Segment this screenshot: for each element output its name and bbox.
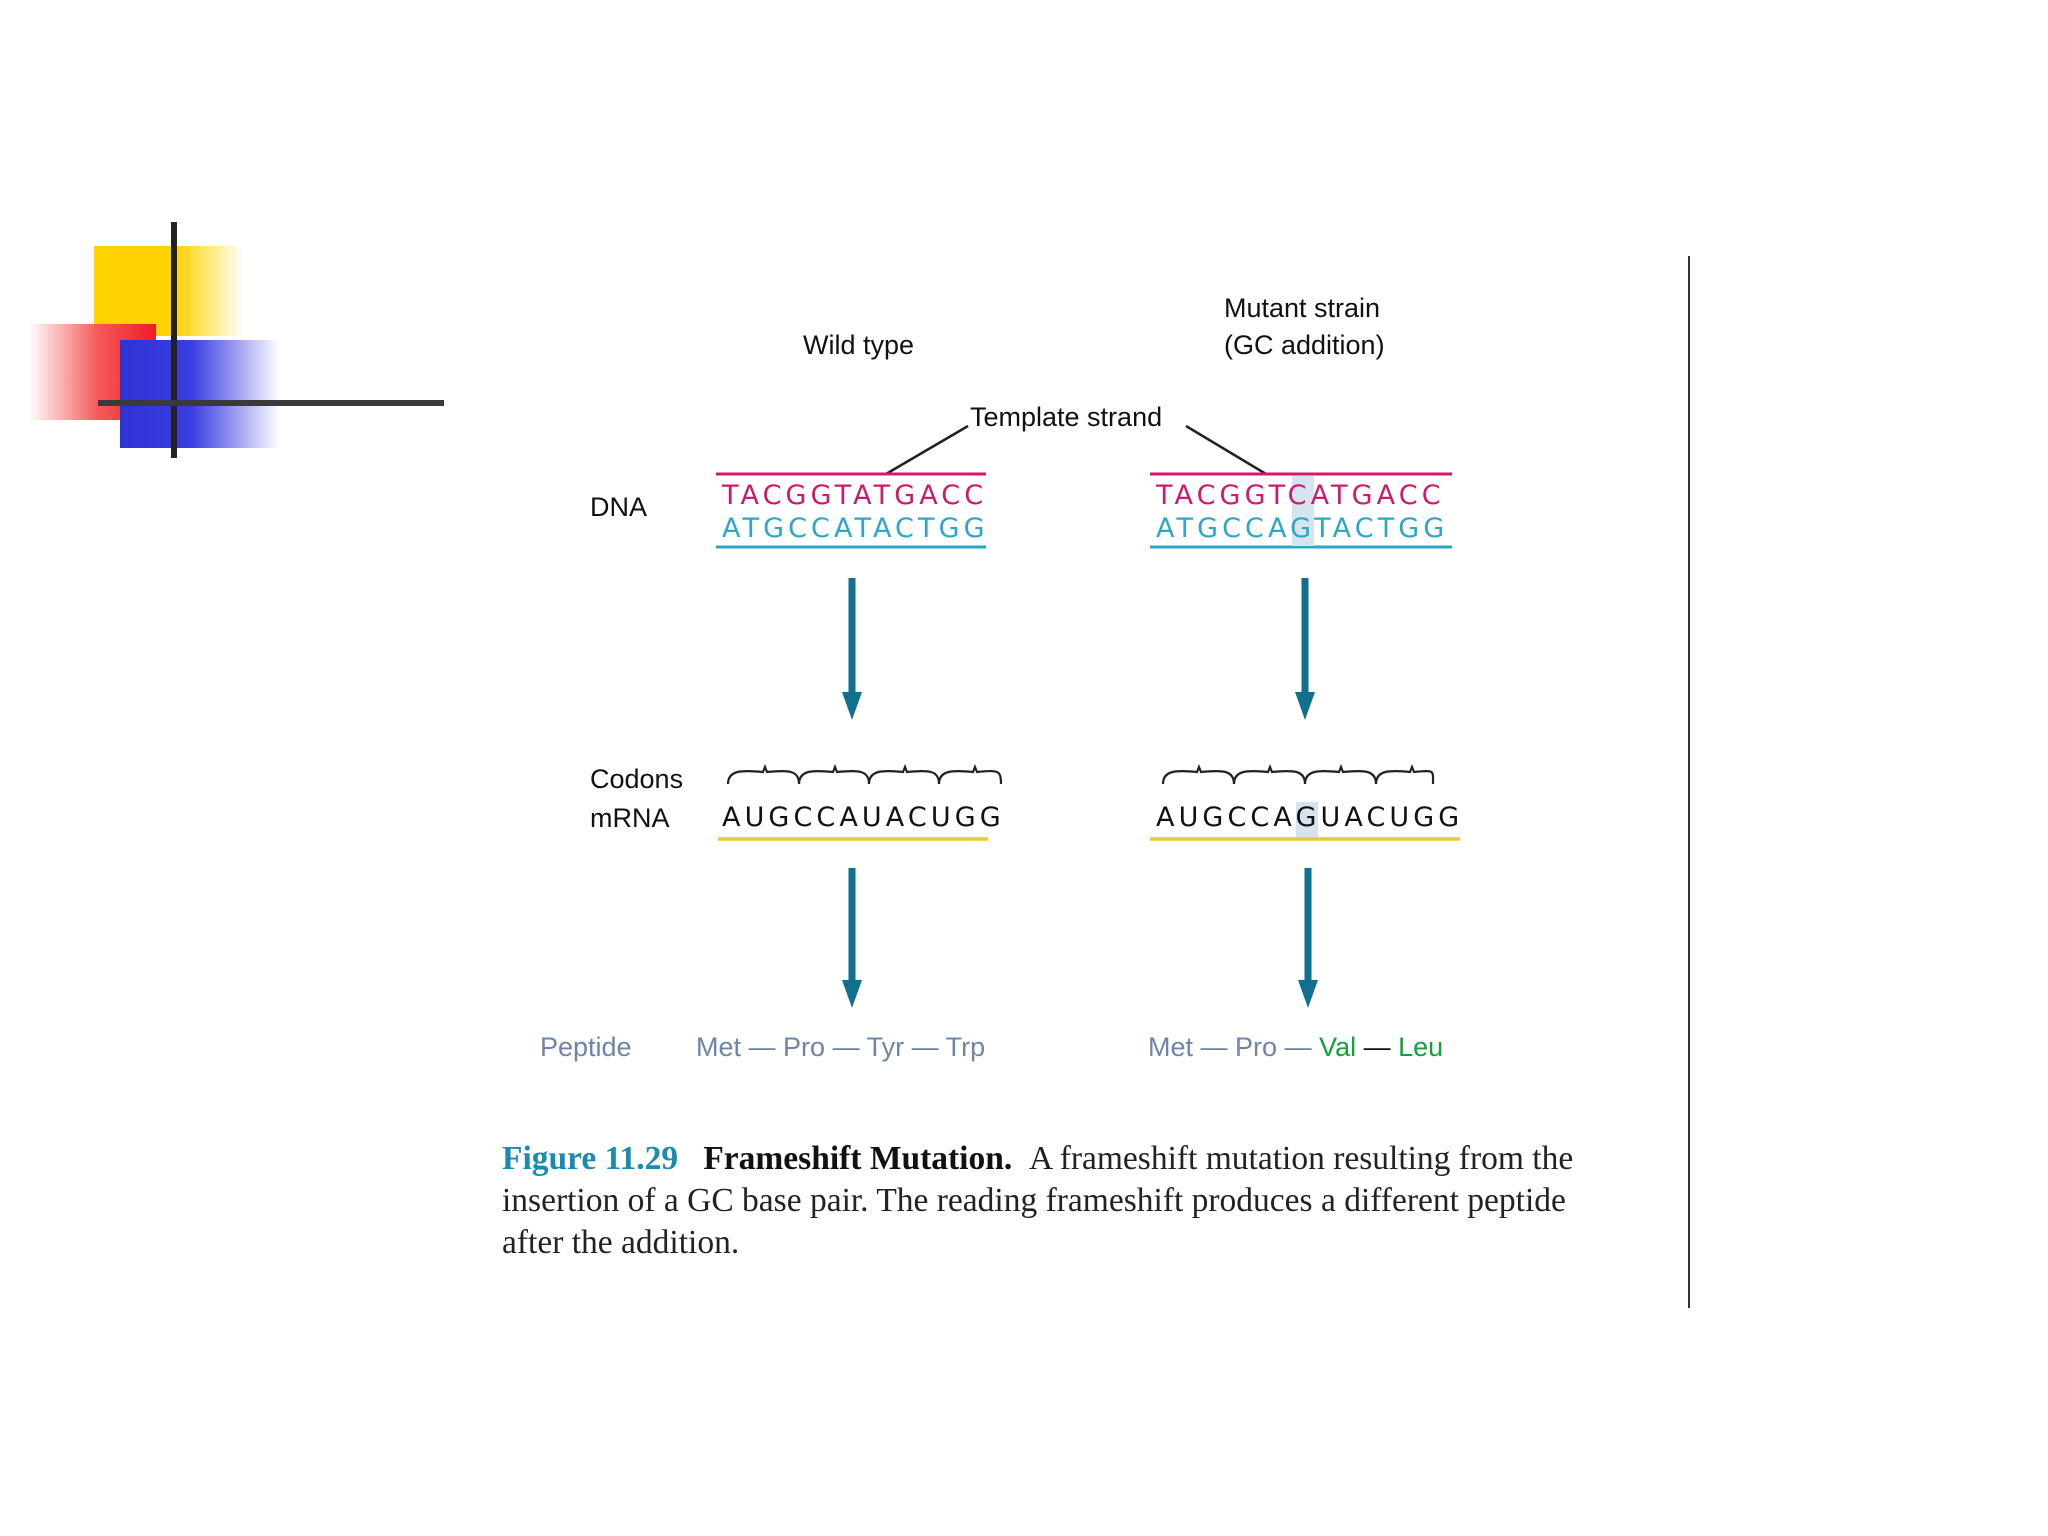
arrow-dna-to-mrna-wild [842, 578, 862, 720]
figure-number: Figure 11.29 [502, 1140, 679, 1177]
wild-mrna: AUGCCAUACUGG [722, 802, 1005, 833]
mutant-peptide: Met — Pro — Val — Leu [1148, 1032, 1444, 1062]
arrow-mrna-to-peptide-mutant [1298, 868, 1318, 1008]
template-strand-label: Template strand [970, 402, 1163, 432]
mutant-template-strand: TACGGTCATGACC [1156, 480, 1445, 511]
mutant-coding-strand: ATGCCAGTACTGG [1156, 513, 1449, 544]
amino-acid-changed: Leu [1398, 1032, 1444, 1062]
amino-acid: Pro [783, 1032, 826, 1062]
template-pointer-left [885, 424, 969, 476]
codon-braces-wild [726, 764, 1003, 785]
dna-label: DNA [590, 492, 648, 522]
mrna-label: mRNA [590, 803, 670, 833]
slide-divider-line [1688, 256, 1690, 1308]
decor-blue-square [120, 340, 280, 448]
wild-peptide: Met — Pro — Tyr — Trp [696, 1032, 986, 1062]
insertion-highlight-dna [1292, 476, 1314, 546]
amino-acid: Tyr [866, 1032, 905, 1062]
inserted-c: C [1287, 480, 1311, 511]
wild-type-label: Wild type [803, 330, 915, 360]
peptide-label: Peptide [540, 1032, 632, 1062]
decor-vertical-line [171, 222, 177, 458]
template-pointer-right [1185, 424, 1267, 476]
amino-acid: Met [1148, 1032, 1194, 1062]
codons-label: Codons [590, 764, 684, 794]
wild-template-strand: TACGGTATGACC [722, 480, 988, 511]
amino-acid: Met [696, 1032, 742, 1062]
caption-text: A frameshift mutation resulting from the… [502, 1140, 1574, 1261]
decor-yellow-square [94, 246, 244, 336]
amino-acid: Trp [945, 1032, 986, 1062]
figure-title: Frameshift Mutation. [703, 1140, 1013, 1177]
decor-horizontal-line [98, 400, 444, 406]
mutant-strain-label: Mutant strain [1224, 293, 1381, 323]
codon-braces-mutant [1161, 764, 1435, 785]
insertion-highlight-mrna [1296, 802, 1318, 840]
arrow-dna-to-mrna-mutant [1295, 578, 1315, 720]
inserted-mrna-g: G [1295, 802, 1321, 833]
amino-acid-changed: Val [1319, 1032, 1357, 1062]
mutant-mrna: AUGCCAGUACUGG [1156, 802, 1464, 833]
figure-caption: Figure 11.29 Frameshift Mutation. A fram… [502, 1138, 1602, 1264]
wild-coding-strand: ATGCCATACTGG [722, 513, 989, 544]
amino-acid: Pro [1235, 1032, 1278, 1062]
arrow-mrna-to-peptide-wild [842, 868, 862, 1008]
inserted-g: G [1290, 513, 1315, 544]
gc-addition-label: (GC addition) [1224, 330, 1385, 360]
